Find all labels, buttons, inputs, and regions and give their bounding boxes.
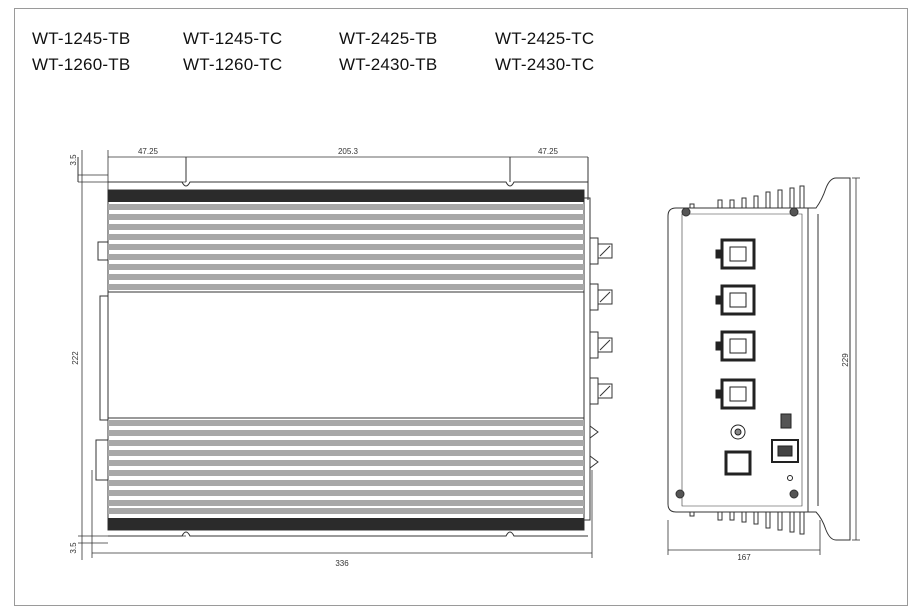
model-label: WT-2425-TC bbox=[495, 29, 595, 48]
housing-outline bbox=[107, 189, 585, 531]
model-row-1: WT-1245-TB WT-1245-TC WT-2425-TB WT-2425… bbox=[32, 26, 635, 52]
side-panel bbox=[681, 213, 803, 507]
top-flange bbox=[108, 181, 588, 187]
front-view bbox=[77, 150, 593, 560]
screws bbox=[675, 207, 799, 499]
model-list: WT-1245-TB WT-1245-TC WT-2425-TB WT-2425… bbox=[32, 26, 635, 78]
connector-socket bbox=[715, 284, 756, 316]
terminal bbox=[589, 283, 613, 311]
side-plate bbox=[99, 295, 109, 421]
terminal-blocks bbox=[589, 237, 613, 469]
fin-stripes-top bbox=[108, 204, 584, 290]
model-label: WT-2430-TB bbox=[339, 55, 438, 74]
terminal bbox=[589, 237, 613, 265]
led-core bbox=[734, 428, 742, 436]
heatsink-edge-top bbox=[108, 190, 584, 202]
dim-text: 205.3 bbox=[338, 147, 359, 156]
dim-text: 47.25 bbox=[538, 147, 559, 156]
side-flange bbox=[808, 177, 851, 541]
terminal bbox=[589, 377, 613, 405]
dim-text: 336 bbox=[335, 559, 349, 568]
side-view bbox=[667, 177, 860, 555]
top-fins bbox=[689, 185, 805, 209]
fuse-icon bbox=[780, 413, 792, 429]
connector-socket bbox=[715, 238, 756, 270]
terminal bbox=[589, 331, 613, 359]
side-connectors bbox=[715, 238, 799, 481]
dim-text: 222 bbox=[71, 351, 80, 365]
screw-icon bbox=[789, 489, 799, 499]
connector-socket bbox=[715, 330, 756, 362]
screw-icon bbox=[675, 489, 685, 499]
bottom-flange bbox=[108, 531, 588, 537]
screw-icon bbox=[789, 207, 799, 217]
model-label: WT-1260-TC bbox=[183, 55, 283, 74]
end-plate bbox=[583, 197, 591, 521]
power-switch-icon bbox=[724, 450, 752, 476]
drawing-frame bbox=[14, 8, 908, 606]
model-label: WT-1245-TC bbox=[183, 29, 283, 48]
dim-text: 47.25 bbox=[138, 147, 159, 156]
side-bracket bbox=[97, 241, 109, 261]
model-label: WT-1245-TB bbox=[32, 29, 131, 48]
heatsink-edge-bottom bbox=[108, 518, 584, 530]
model-label: WT-1260-TB bbox=[32, 55, 131, 74]
fin-stripes-bottom bbox=[108, 420, 584, 514]
model-row-2: WT-1260-TB WT-1260-TC WT-2430-TB WT-2430… bbox=[32, 52, 635, 78]
screw-icon bbox=[681, 207, 691, 217]
terminal-nub bbox=[589, 425, 599, 439]
connector-socket bbox=[715, 378, 756, 410]
terminal-nub bbox=[589, 455, 599, 469]
rj-port-inner bbox=[777, 445, 793, 457]
side-bracket bbox=[95, 439, 109, 481]
dim-text: 3.5 bbox=[69, 154, 78, 166]
model-label: WT-2425-TB bbox=[339, 29, 438, 48]
dim-text: 229 bbox=[841, 353, 850, 367]
side-body bbox=[667, 207, 809, 513]
dim-text: 3.5 bbox=[69, 542, 78, 554]
dim-text: 167 bbox=[737, 553, 751, 562]
bottom-fins bbox=[689, 511, 805, 535]
pinhole-icon bbox=[787, 475, 793, 481]
model-label: WT-2430-TC bbox=[495, 55, 595, 74]
